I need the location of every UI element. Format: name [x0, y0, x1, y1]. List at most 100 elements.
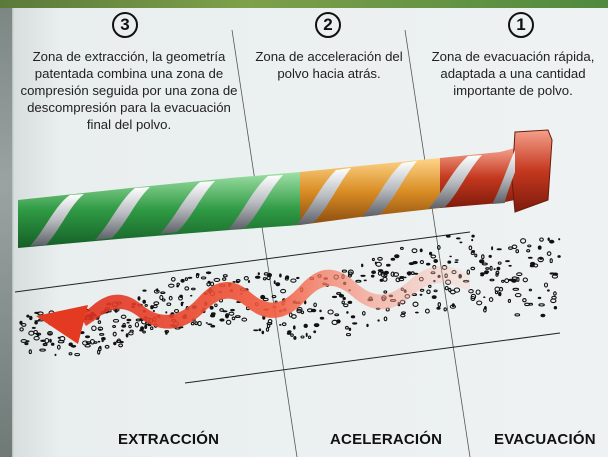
dust-particle — [343, 303, 349, 308]
zone-2-label: ACELERACIÓN — [330, 431, 443, 448]
dust-particle — [241, 317, 248, 322]
dust-particle — [85, 335, 90, 339]
dust-particle — [33, 329, 38, 335]
dust-particle — [454, 259, 459, 261]
dust-particle — [219, 318, 225, 322]
dust-particle — [371, 257, 375, 262]
dust-particle — [49, 338, 52, 343]
dust-particle — [468, 245, 473, 251]
dust-particle — [377, 269, 384, 272]
dust-particle — [449, 304, 457, 309]
dust-particle — [279, 324, 282, 326]
divider-line — [231, 29, 298, 457]
dust-particle — [480, 272, 485, 275]
dust-particle — [291, 314, 297, 319]
dust-particle — [57, 336, 61, 339]
dust-particle — [445, 234, 451, 238]
dust-particle — [383, 290, 388, 294]
dust-particle — [433, 259, 439, 263]
dust-particle — [43, 342, 48, 346]
dust-particle — [403, 276, 407, 279]
dust-particle — [399, 276, 405, 279]
dust-particle — [485, 267, 490, 270]
dust-particle — [494, 286, 501, 292]
dust-particle — [305, 332, 308, 337]
dust-particle — [383, 316, 388, 322]
dust-particle — [19, 327, 24, 332]
dust-particle — [120, 329, 124, 332]
dust-particle — [25, 340, 30, 343]
dust-particle — [197, 320, 202, 327]
dust-particle — [290, 278, 297, 283]
dust-particle — [39, 348, 46, 352]
dust-particle — [296, 308, 302, 314]
dust-particle — [466, 269, 471, 275]
dust-particle — [483, 296, 486, 299]
dust-particle — [319, 316, 325, 320]
dust-particle — [243, 276, 249, 281]
dust-particle — [508, 264, 512, 267]
dust-particle — [386, 263, 391, 267]
dust-particle — [377, 319, 380, 322]
dust-particle — [119, 340, 124, 344]
dust-particle — [529, 264, 535, 268]
dust-particle — [213, 277, 221, 282]
dust-particle — [496, 248, 502, 251]
dust-particle — [471, 238, 474, 242]
dust-particle — [527, 256, 533, 259]
dust-particle — [273, 280, 276, 285]
dust-particle — [370, 274, 375, 278]
dust-particle — [345, 332, 352, 337]
dust-particle — [419, 288, 425, 292]
dust-particle — [360, 274, 366, 277]
dust-particle — [512, 287, 520, 291]
dust-particle — [347, 269, 354, 275]
dust-particle — [528, 288, 533, 292]
dust-particle — [85, 341, 92, 344]
dust-particle — [184, 286, 190, 291]
dust-particle — [200, 276, 207, 280]
dust-particle — [497, 261, 502, 265]
dust-particle — [165, 311, 168, 314]
dust-particle — [377, 256, 383, 261]
dust-particle — [493, 268, 496, 271]
dust-particle — [290, 333, 294, 337]
dust-particle — [475, 289, 481, 295]
dust-particle — [126, 318, 132, 322]
dust-particle — [334, 313, 340, 317]
dust-particle — [558, 238, 561, 241]
dust-particle — [342, 296, 346, 301]
dust-particle — [553, 291, 557, 296]
dust-particle — [539, 237, 544, 242]
dust-particle — [126, 321, 130, 324]
dust-particle — [168, 295, 173, 301]
dust-particle — [348, 327, 352, 331]
divider-line — [404, 29, 471, 457]
dust-particle — [390, 271, 395, 277]
dust-particle — [481, 262, 488, 266]
dust-particle — [501, 279, 505, 283]
dust-particle — [447, 260, 452, 264]
dust-particle — [140, 326, 145, 331]
dust-particle — [280, 288, 287, 294]
dust-particle — [310, 308, 317, 313]
dust-particle — [355, 279, 362, 283]
dust-particle — [361, 310, 366, 316]
dust-particle — [150, 305, 154, 310]
dust-particle — [431, 295, 437, 299]
dust-particle — [384, 274, 388, 278]
dust-particle — [437, 302, 442, 308]
dust-particle — [377, 271, 382, 276]
dust-particle — [265, 327, 270, 332]
dust-particle — [344, 325, 349, 330]
dust-particle — [459, 241, 463, 244]
dust-particle — [48, 332, 52, 336]
dust-particle — [313, 323, 320, 328]
dust-particle — [125, 333, 129, 338]
dust-particle — [419, 248, 423, 253]
zone-1-number: 1 — [508, 12, 534, 38]
dust-particle — [222, 277, 227, 281]
dust-particle — [522, 298, 527, 303]
dust-particle — [128, 324, 132, 329]
dust-particle — [206, 281, 211, 287]
